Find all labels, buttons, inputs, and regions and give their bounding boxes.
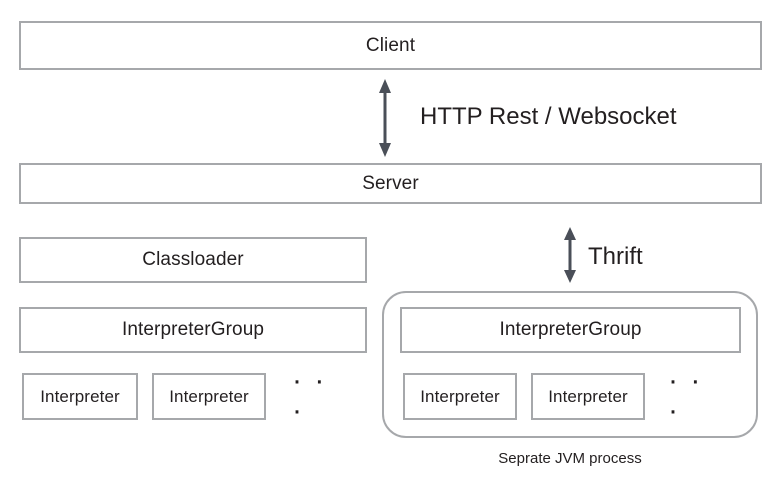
interpreter-group-box-separate-process: InterpreterGroup	[400, 307, 741, 353]
interpreter-group-box-in-process: InterpreterGroup	[19, 307, 367, 353]
http-websocket-label: HTTP Rest / Websocket	[420, 103, 677, 130]
interpreter-box: Interpreter	[22, 373, 138, 420]
separate-jvm-process-caption: Seprate JVM process	[498, 450, 642, 467]
interpreter-box: Interpreter	[531, 373, 645, 420]
server-box: Server	[19, 163, 762, 204]
ellipsis-separate-process: · · ·	[668, 366, 704, 426]
client-box: Client	[19, 21, 762, 70]
thrift-label: Thrift	[588, 243, 643, 270]
ellipsis-in-process: · · ·	[292, 364, 327, 427]
thrift-arrow	[564, 227, 576, 283]
interpreter-box: Interpreter	[152, 373, 266, 420]
interpreter-box: Interpreter	[403, 373, 517, 420]
http-websocket-arrow	[379, 79, 391, 157]
classloader-box: Classloader	[19, 237, 367, 283]
